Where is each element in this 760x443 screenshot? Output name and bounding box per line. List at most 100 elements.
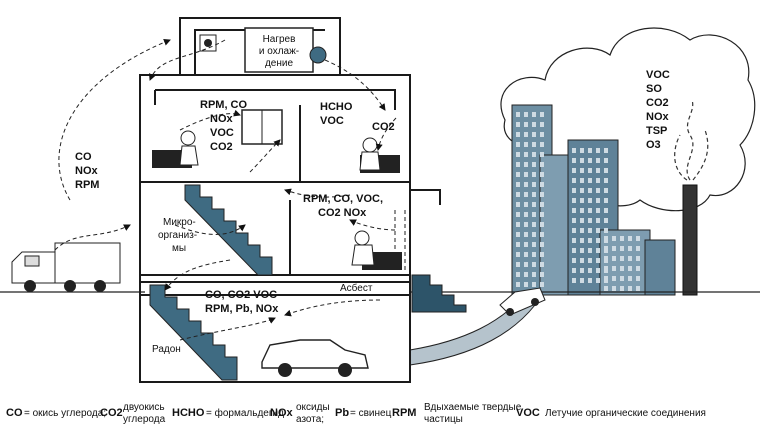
building-window <box>620 256 624 261</box>
building-window <box>540 152 544 157</box>
building-window <box>604 236 608 241</box>
microorganisms-1: организ- <box>158 230 197 241</box>
building-window <box>524 222 528 227</box>
building-window <box>572 218 576 223</box>
building-window <box>628 256 632 261</box>
building-window <box>588 228 592 233</box>
building-window <box>596 278 600 283</box>
building-window <box>532 222 536 227</box>
radon-label: Радон <box>152 344 181 355</box>
building-window <box>588 198 592 203</box>
building-window <box>604 178 608 183</box>
building-window <box>540 142 544 147</box>
legend-pb-term: Pb <box>335 407 349 419</box>
building-window <box>636 286 640 291</box>
building-window <box>580 248 584 253</box>
room-top-left-0: RPM, CO <box>200 99 248 111</box>
legend-nox-term: NOx <box>270 407 294 419</box>
building-window <box>596 198 600 203</box>
building-window <box>604 266 608 271</box>
building-window <box>524 192 528 197</box>
stairs-basement <box>149 284 238 381</box>
basement-car <box>261 339 369 377</box>
room-top-right-person: CO2 <box>372 121 395 133</box>
building-window <box>540 242 544 247</box>
building-window <box>588 258 592 263</box>
building-window <box>628 236 632 241</box>
building-window <box>524 232 528 237</box>
building-4 <box>599 229 651 296</box>
building-window <box>524 212 528 217</box>
building-window <box>524 182 528 187</box>
building-window <box>540 122 544 127</box>
house <box>139 17 441 383</box>
building-window <box>540 112 544 117</box>
room-top-right-0: HCHO <box>320 101 353 113</box>
building-window <box>596 218 600 223</box>
building-window <box>532 232 536 237</box>
outdoor-pollutant-0: CO <box>75 151 92 163</box>
person-desk-3 <box>351 230 402 270</box>
outdoor-pollutant-1: NOx <box>75 165 99 177</box>
building-window <box>540 252 544 257</box>
building-window <box>580 168 584 173</box>
building-window <box>540 282 544 287</box>
building-window <box>596 248 600 253</box>
building-window <box>524 142 528 147</box>
building-window <box>588 248 592 253</box>
building-window <box>580 188 584 193</box>
building-window <box>572 158 576 163</box>
building-window <box>580 278 584 283</box>
building-window <box>540 182 544 187</box>
building-window <box>540 212 544 217</box>
building-window <box>612 256 616 261</box>
building-window <box>572 198 576 203</box>
building-window <box>596 238 600 243</box>
building-window <box>540 192 544 197</box>
building-window <box>620 286 624 291</box>
building-window <box>524 242 528 247</box>
building-window <box>516 212 520 217</box>
building-window <box>580 148 584 153</box>
legend-nox-def-2: азота; <box>296 414 324 425</box>
building-window <box>612 246 616 251</box>
building-window <box>588 268 592 273</box>
building-window <box>572 188 576 193</box>
building-window <box>516 222 520 227</box>
building-window <box>532 112 536 117</box>
building-window <box>604 208 608 213</box>
legend-voc-def: Летучие органические соединения <box>545 408 706 419</box>
building-window <box>588 208 592 213</box>
outdoor-pollutant-2: RPM <box>75 179 99 191</box>
building-window <box>524 132 528 137</box>
building-window <box>588 168 592 173</box>
microorganisms-2: мы <box>172 243 186 254</box>
building-window <box>540 172 544 177</box>
building-window <box>636 236 640 241</box>
building-window <box>580 198 584 203</box>
building-window <box>572 248 576 253</box>
building-window <box>604 256 608 261</box>
building-window <box>596 268 600 273</box>
hvac-unit: Нагрев и охлаж- дение <box>199 27 327 73</box>
building-window <box>588 188 592 193</box>
building-window <box>532 162 536 167</box>
building-window <box>596 168 600 173</box>
building-window <box>636 246 640 251</box>
building-window <box>620 276 624 281</box>
room-top-left-3: CO2 <box>210 141 233 153</box>
building-window <box>604 188 608 193</box>
building-window <box>524 112 528 117</box>
building-window <box>612 286 616 291</box>
building-window <box>604 286 608 291</box>
building-window <box>572 268 576 273</box>
building-window <box>588 238 592 243</box>
building-window <box>532 212 536 217</box>
building-window <box>580 208 584 213</box>
building-window <box>596 178 600 183</box>
asbestos-label: Асбест <box>340 282 373 294</box>
building-window <box>636 276 640 281</box>
hvac-label-3: дение <box>265 58 294 69</box>
building-window <box>532 282 536 287</box>
legend-co-def: = окись углерода; <box>24 408 106 419</box>
